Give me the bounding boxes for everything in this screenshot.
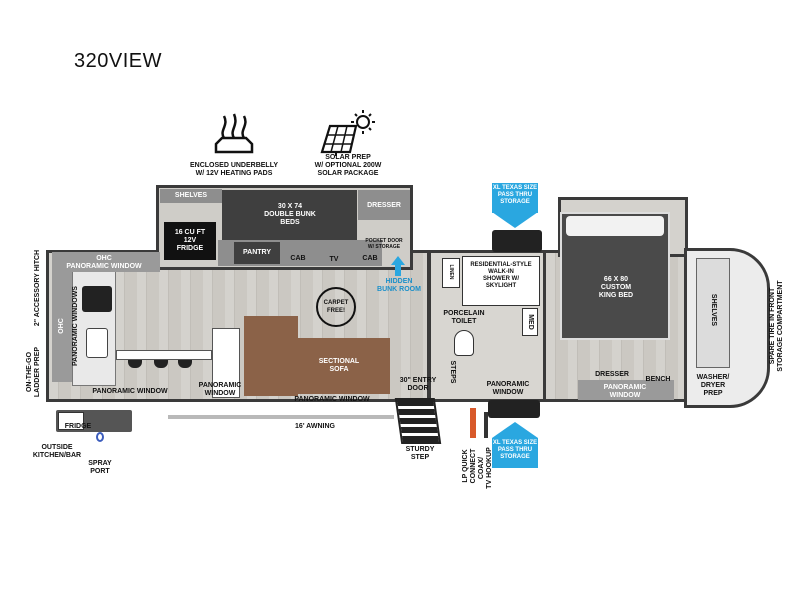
shelves-right-label: SHELVES [710,293,717,327]
model-name: 320VIEW [74,50,162,72]
pocket-door-label: POCKET DOOR W/ STORAGE [365,238,403,250]
linen-cabinet [442,258,460,288]
spare-tire-label: SPARE TIRE IN FRONT STORAGE COMPARTMENT [769,280,784,372]
storage-top: XL TEXAS SIZE PASS THRU STORAGE [492,183,538,213]
king-bed-label: 66 X 80 CUSTOM KING BED [598,276,634,299]
storage-box-top [492,230,542,252]
fridge-outside-label: FRIDGE [64,423,92,430]
tv-label: TV [329,256,339,263]
dresser-top [358,190,410,220]
shower-label: RESIDENTIAL-STYLE WALK-IN SHOWER W/ SKYL… [470,262,532,289]
entry-door-label: 30" ENTRY DOOR [399,377,437,392]
lp-quick-label: LP QUICK CONNECT [462,448,477,484]
spray-port-hose [96,432,104,442]
sturdy-step-label: STURDY STEP [405,446,435,461]
panoramic-window-5-label: PANORAMIC WINDOW [603,384,647,399]
fridge-16 [164,222,216,260]
stool-3 [178,360,192,368]
cab-2-label: CAB [362,255,378,262]
shelves-top [160,189,222,203]
outside-kitchen-label: OUTSIDE KITCHEN/BAR [32,444,82,459]
bar-counter [116,350,212,360]
outside-fridge [58,412,84,430]
ohc-side-label: OHC [58,318,65,334]
heating-waves-icon [214,113,254,154]
sturdy-step [394,398,442,444]
med-label: MED [527,314,534,330]
steps-label: STEPS [449,360,456,384]
underbelly-feature: ENCLOSED UNDERBELLY W/ 12V HEATING PADS [189,162,279,177]
pillows [566,216,664,236]
dresser-bottom-label: DRESSER [595,371,629,378]
bunk-beds-label: 30 X 74 DOUBLE BUNK BEDS [264,203,316,226]
rear-side-window [52,272,72,382]
accessory-hitch-label: 2" ACCESSORY HITCH [34,249,41,327]
bench-label: BENCH [645,376,671,383]
solar-feature: SOLAR PREP W/ OPTIONAL 200W SOLAR PACKAG… [314,154,382,177]
awning-label: 16' AWNING [295,423,335,430]
front-shelves [696,258,730,368]
coax-connector [484,412,488,438]
rear-counter [72,262,116,386]
ladder-prep-label: ON-THE-GO LADDER PREP [26,346,41,398]
fridge-16-label: 16 CU FT 12V FRIDGE [174,229,206,252]
stool-1 [128,360,142,368]
storage-bottom-arrow [492,422,538,438]
bunk-beds [222,190,357,240]
hidden-bunk-arrow [391,256,405,276]
awning-line [168,415,394,419]
carpet-free-label: CARPET FREE! [323,300,349,314]
sectional-sofa-label: SECTIONAL SOFA [318,358,360,373]
stool-2 [154,360,168,368]
dresser-bottom [578,380,674,400]
panoramic-window-4-label: PANORAMIC WINDOW [486,381,530,396]
med-cabinet [522,308,538,336]
spray-port-label: SPRAY PORT [88,460,112,475]
stove [82,286,112,312]
dresser-top-label: DRESSER [367,202,401,209]
walk-in-shower [462,256,540,306]
pantry [234,242,280,264]
washer-dryer-label: WASHER/ DRYER PREP [696,374,730,397]
storage-top-arrow [492,212,538,228]
sectional-sofa-base [244,338,390,394]
linen-label: LINEN [448,264,454,280]
panoramic-windows-side-label: PANORAMIC WINDOWS [72,286,79,366]
solar-panel-sun-icon [320,110,375,156]
table-divider [212,328,240,398]
panoramic-window-2-label: PANORAMIC WINDOW [198,382,242,397]
shelves-top-label: SHELVES [174,192,208,199]
sink [86,328,108,358]
panoramic-window-1-label: PANORAMIC WINDOW [92,388,168,395]
panoramic-window-3-label: PANORAMIC WINDOW [294,396,370,403]
hidden-bunk-label: HIDDEN BUNK ROOM [377,278,421,293]
cab-1-label: CAB [290,255,306,262]
coax-label: COAX/ TV HOOKUP [478,447,493,489]
pantry-label: PANTRY [243,249,271,256]
storage-bottom: XL TEXAS SIZE PASS THRU STORAGE [492,438,538,468]
ohc-panoramic-label: OHC PANORAMIC WINDOW [66,255,142,270]
lp-connector [470,408,476,438]
storage-box-bottom [488,400,540,418]
ohc-top [52,252,160,272]
carpet-free-badge [316,287,356,327]
toilet [454,330,474,356]
porcelain-toilet-label: PORCELAIN TOILET [443,310,485,325]
